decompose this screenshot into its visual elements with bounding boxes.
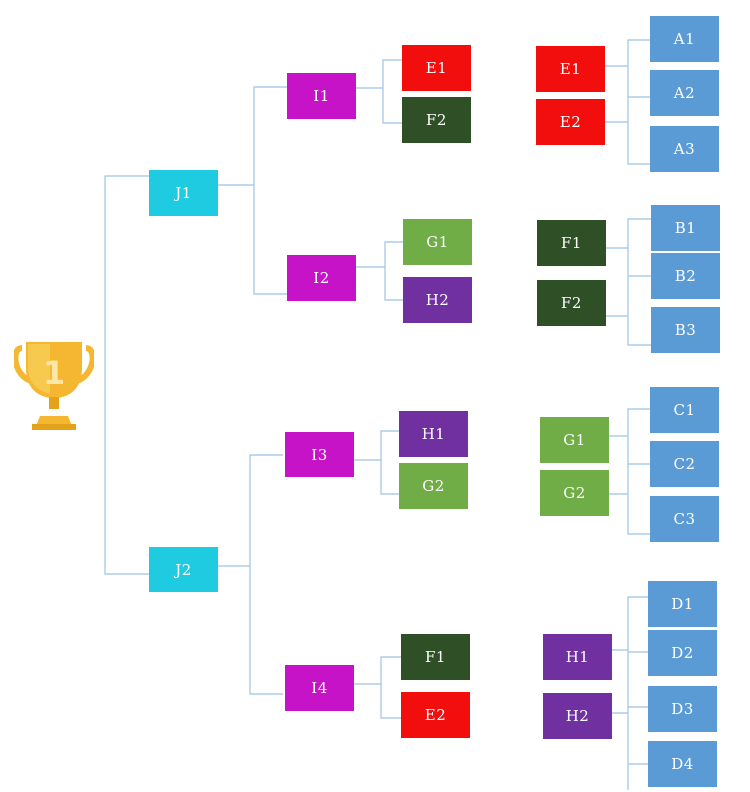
connector-i2-fork	[384, 241, 403, 301]
team-node-b3: B3	[651, 307, 720, 353]
quarter-node-h1: H1	[399, 411, 468, 457]
quarter-node-h2: H2	[403, 277, 472, 323]
semi-node-i4: I4	[285, 665, 354, 711]
team-node-d2: D2	[648, 630, 717, 676]
semi-node-i3: I3	[285, 432, 354, 477]
trophy-icon: 1	[14, 342, 94, 430]
connector-group-b	[606, 218, 651, 346]
team-node-d4: D4	[648, 741, 717, 787]
team-node-b1: B1	[651, 205, 720, 251]
semi-node-i1: I1	[287, 73, 356, 119]
connector-group-c	[609, 408, 650, 535]
group-winner-e2: E2	[536, 99, 605, 145]
group-winner-e1: E1	[536, 46, 605, 92]
quarter-node-e2: E2	[401, 692, 470, 738]
connector-group-d	[612, 596, 648, 790]
team-node-a2: A2	[650, 70, 719, 116]
final-node-j1: J1	[149, 170, 218, 216]
team-node-c2: C2	[650, 441, 719, 487]
team-node-c1: C1	[650, 387, 719, 433]
team-node-a3: A3	[650, 126, 719, 172]
group-winner-g2: G2	[540, 470, 609, 516]
group-winner-h1: H1	[543, 634, 612, 680]
connector-j2-fork	[249, 454, 283, 695]
team-node-c3: C3	[650, 496, 719, 542]
semi-node-i2: I2	[287, 255, 356, 301]
group-winner-f1: F1	[537, 220, 606, 266]
group-winner-f2: F2	[537, 280, 606, 326]
quarter-node-f2: F2	[402, 97, 471, 143]
team-node-b2: B2	[651, 253, 720, 299]
quarter-node-e1: E1	[402, 45, 471, 91]
connector-j1-fork	[253, 86, 287, 295]
connector-group-a	[605, 39, 650, 165]
team-node-d1: D1	[648, 581, 717, 627]
connector-i3-fork	[380, 430, 399, 495]
quarter-node-f1: F1	[401, 634, 470, 680]
group-winner-g1: G1	[540, 417, 609, 463]
trophy-number: 1	[43, 354, 65, 392]
connector-final	[104, 175, 149, 575]
connector-i4-fork	[380, 656, 401, 719]
final-node-j2: J2	[149, 547, 218, 592]
team-node-d3: D3	[648, 686, 717, 732]
team-node-a1: A1	[650, 16, 719, 62]
quarter-node-g1: G1	[403, 219, 472, 265]
quarter-node-g2: G2	[399, 463, 468, 509]
connector-i1-fork	[382, 59, 402, 124]
group-winner-h2: H2	[543, 693, 612, 739]
